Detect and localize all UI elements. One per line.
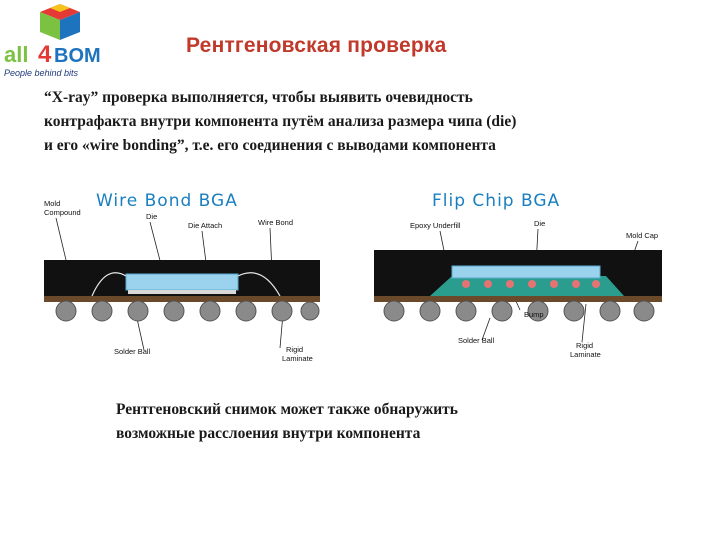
all4bom-logo: all 4 BOM People behind bits [4, 4, 101, 78]
logo-cube-icon [40, 4, 80, 40]
caption-line: Рентгеновский снимок может также обнаруж… [116, 401, 458, 418]
solder-balls [55, 300, 320, 322]
bump-label: Bump [524, 310, 544, 319]
flip-chip-title: Flip Chip BGA [432, 191, 560, 211]
logo-brand-mid: 4 [38, 41, 52, 68]
flip-chip-bga-diagram: Flip Chip BGA Epoxy Underfill Die Mold C… [374, 191, 662, 359]
caption-text: Рентгеновский снимок может также обнаруж… [116, 398, 458, 446]
solder-ball-label: Solder Ball [114, 347, 151, 356]
logo-brand-right: BOM [54, 45, 101, 67]
die-label: Die [146, 212, 157, 221]
rigid-laminate [44, 296, 320, 302]
mold-cap-label: Mold Cap [626, 231, 658, 240]
die-attach [128, 290, 236, 294]
intro-line: контрафакта внутри компонента путём анал… [44, 113, 517, 130]
wire-bond-title: Wire Bond BGA [96, 191, 238, 211]
intro-text: “X-ray” проверка выполняется, чтобы выяв… [44, 86, 704, 158]
wire-bond-left [91, 272, 127, 297]
intro-line: “X-ray” проверка выполняется, чтобы выяв… [44, 89, 473, 106]
page-title: Рентгеновская проверка [186, 34, 447, 57]
rigid-laminate [374, 296, 662, 302]
die-label: Die [534, 219, 545, 228]
die [451, 265, 601, 279]
die [125, 273, 239, 291]
die-attach-label: Die Attach [188, 221, 222, 230]
logo-tagline: People behind bits [4, 68, 79, 78]
epoxy-underfill-label: Epoxy Underfill [410, 221, 461, 230]
solder-ball-label: Solder Ball [458, 336, 495, 345]
solder-balls [383, 300, 655, 322]
logo-brand-left: all [4, 42, 28, 67]
wire-bond-label: Wire Bond [258, 218, 293, 227]
intro-line: и его «wire bonding”, т.е. его соединени… [44, 137, 496, 154]
wire-bond-right [237, 272, 281, 297]
caption-line: возможные расслоения внутри компонента [116, 425, 421, 442]
bumps [462, 280, 600, 288]
